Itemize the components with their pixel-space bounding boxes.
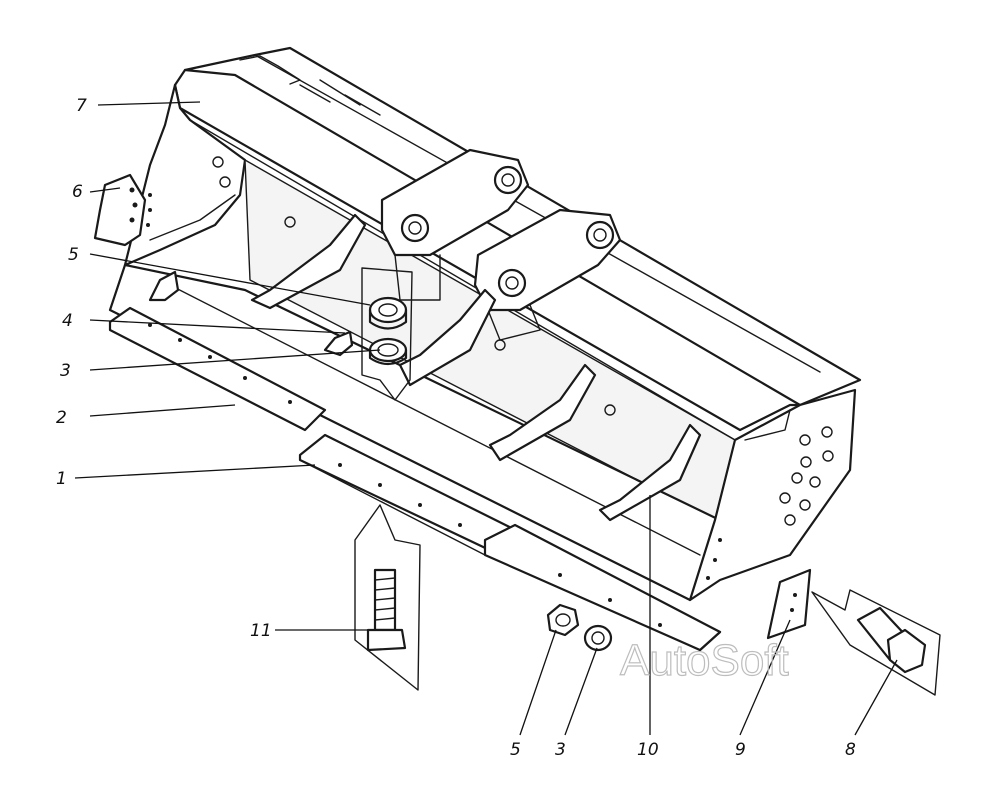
callout-1: 1 <box>56 469 67 489</box>
bolt-11 <box>354 504 421 691</box>
watermark-text: AutoSoft <box>620 636 789 685</box>
fastener-detail-box <box>361 267 413 401</box>
callout-7: 7 <box>76 96 87 116</box>
nut-5 <box>546 603 580 637</box>
callout-6: 6 <box>72 182 83 202</box>
callout-labels: 7 6 5 4 3 2 1 11 5 3 10 9 8 <box>56 96 856 760</box>
callout-5-lower: 5 <box>510 740 521 760</box>
bucket-body <box>108 46 862 602</box>
callout-3-lower: 3 <box>555 740 566 760</box>
callout-9: 9 <box>735 740 746 760</box>
callout-4: 4 <box>62 311 73 331</box>
bucket-teeth <box>250 213 702 522</box>
washer-3 <box>583 624 613 652</box>
cutting-edge-segment-10 <box>483 523 722 652</box>
callout-8: 8 <box>845 740 856 760</box>
cutting-edge-segment-2 <box>108 306 327 432</box>
side-bolt-holes <box>706 426 834 580</box>
side-plate-9 <box>766 568 812 640</box>
mounting-brackets <box>380 148 622 341</box>
bolt-8 <box>811 589 941 696</box>
callout-3-upper: 3 <box>60 361 71 381</box>
callout-2: 2 <box>56 408 67 428</box>
callout-10: 10 <box>637 740 659 760</box>
side-edge-plate-6 <box>93 173 152 247</box>
callout-11: 11 <box>250 621 272 641</box>
side-cutting-angle-4 <box>148 270 354 357</box>
callout-5-upper: 5 <box>68 245 79 265</box>
leader-lines <box>74 101 898 736</box>
